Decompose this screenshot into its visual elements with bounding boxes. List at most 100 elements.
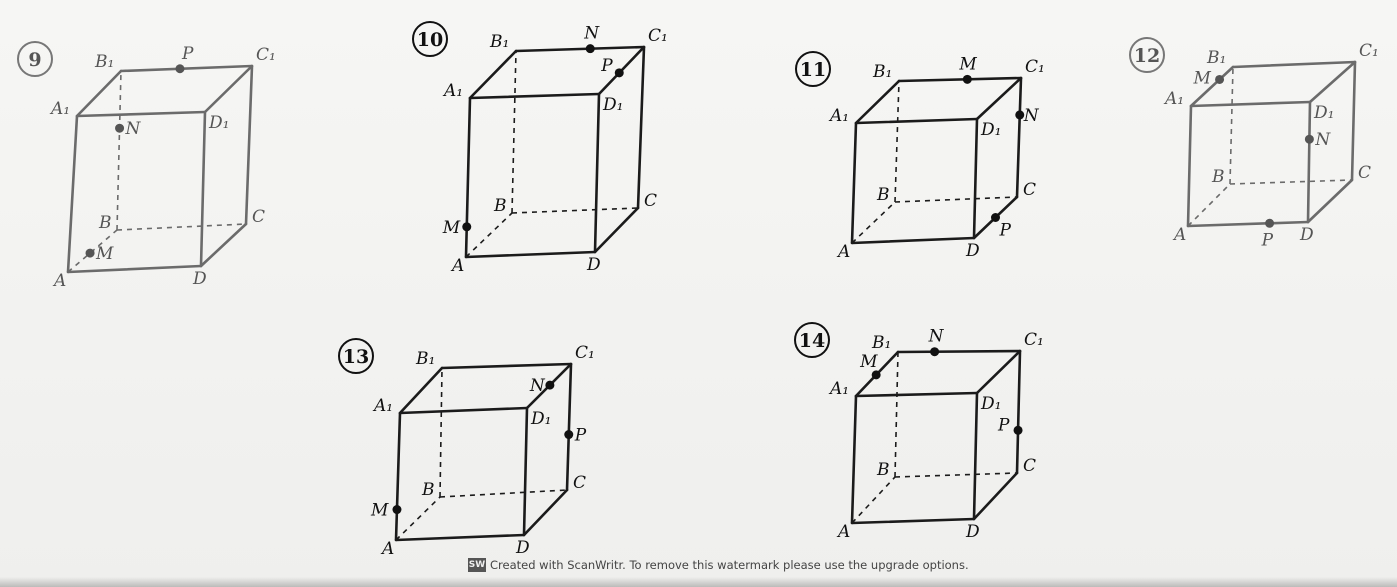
figure-number: 11: [800, 59, 826, 81]
hidden-edge-BC: [511, 207, 639, 214]
edge-CC1: [1015, 349, 1022, 475]
edge-D1A1: [854, 117, 979, 125]
vertex-label-B1: B₁: [489, 32, 509, 52]
marked-point-label-M: M: [958, 54, 977, 74]
marked-point-N: [585, 44, 595, 54]
vertex-label-D1: D₁: [1313, 103, 1334, 123]
hidden-edge-BC: [439, 489, 568, 498]
hidden-edge-AB: [851, 476, 896, 524]
edge-D1A1: [75, 110, 207, 118]
marked-point-label-P: P: [997, 415, 1010, 435]
hidden-edge-BB1: [116, 70, 122, 231]
hidden-edge-BB1: [1229, 66, 1234, 185]
hidden-edge-AB: [465, 212, 513, 258]
vertex-label-A1: A₁: [49, 99, 70, 119]
edge-B1C1: [514, 45, 646, 53]
marked-point-label-M: M: [370, 501, 389, 521]
vertex-label-A: A: [380, 539, 394, 559]
marked-point-M: [392, 505, 402, 515]
edge-DD1: [1306, 100, 1312, 224]
marked-point-N: [1304, 134, 1314, 144]
hidden-edge-BC: [116, 223, 247, 231]
marked-point-P: [175, 64, 185, 74]
vertex-label-B: B: [98, 213, 112, 233]
figure-number: 12: [1134, 45, 1160, 67]
edge-C1D1: [1308, 60, 1357, 104]
marked-point-P: [564, 430, 574, 440]
vertex-label-C: C: [252, 207, 265, 227]
marked-point-P: [1265, 218, 1275, 228]
vertex-label-D: D: [965, 522, 980, 542]
edge-CC1: [1015, 76, 1023, 199]
marked-point-M: [85, 248, 95, 258]
edge-AD: [1186, 220, 1310, 228]
vertex-label-A: A: [836, 242, 850, 262]
vertex-label-B: B: [421, 480, 435, 500]
marked-point-label-M: M: [95, 244, 114, 264]
figure-number-circle: [795, 51, 831, 87]
vertex-label-C1: C₁: [1025, 57, 1045, 77]
edge-B1C1: [119, 64, 254, 73]
edge-D1A1: [398, 406, 529, 415]
vertex-label-D: D: [586, 255, 601, 275]
hidden-edge-BB1: [894, 351, 899, 478]
edge-AA1: [850, 121, 858, 245]
figure-number: 10: [417, 29, 443, 51]
marked-point-N: [115, 123, 125, 133]
edge-DD1: [972, 391, 979, 521]
vertex-label-B: B: [876, 185, 890, 205]
edge-AD: [464, 250, 597, 259]
vertex-label-D: D: [515, 538, 530, 558]
edge-B1C1: [897, 76, 1023, 83]
vertex-label-D1: D₁: [602, 95, 623, 115]
vertex-label-A1: A₁: [1163, 89, 1184, 109]
marked-point-P: [991, 213, 1000, 222]
figure-number-circle: [794, 322, 830, 358]
vertex-label-C1: C₁: [1359, 41, 1379, 61]
hidden-edge-BC: [894, 196, 1018, 203]
vertex-label-B: B: [493, 196, 507, 216]
edge-C1D1: [975, 349, 1022, 395]
vertex-label-D1: D₁: [530, 409, 551, 429]
marked-point-N: [930, 347, 940, 357]
vertex-label-A1: A₁: [372, 396, 393, 416]
edge-A1B1: [854, 79, 901, 125]
vertex-label-C1: C₁: [648, 26, 668, 46]
edge-AA1: [464, 96, 472, 259]
edge-A1B1: [1189, 65, 1235, 108]
vertex-label-D: D: [965, 241, 980, 261]
edge-D1A1: [468, 92, 601, 100]
edge-A1B1: [398, 366, 444, 415]
marked-point-N: [1015, 110, 1025, 120]
vertex-label-A1: A₁: [828, 106, 849, 126]
vertex-label-D1: D₁: [208, 113, 229, 133]
vertex-label-C1: C₁: [1024, 330, 1044, 350]
marked-point-label-N: N: [1314, 130, 1331, 150]
hidden-edge-BB1: [439, 367, 443, 498]
marked-point-label-M: M: [1193, 68, 1212, 88]
figure-number-circle: [17, 41, 53, 77]
edge-DC: [593, 206, 640, 254]
marked-point-label-N: N: [583, 24, 600, 44]
vertex-label-A1: A₁: [442, 81, 463, 101]
vertex-label-A: A: [1172, 225, 1186, 245]
edge-AD: [66, 264, 203, 274]
vertex-label-A: A: [52, 271, 66, 291]
edge-A1B1: [75, 69, 123, 118]
edge-D1A1: [1189, 100, 1312, 108]
edge-CC1: [1350, 60, 1357, 182]
vertex-label-D1: D₁: [980, 120, 1001, 140]
marked-point-M: [1215, 74, 1225, 84]
edge-C1D1: [975, 76, 1023, 121]
edge-DC: [199, 222, 248, 268]
figure-number: 13: [343, 346, 369, 368]
edge-A1B1: [468, 49, 518, 100]
marked-point-M: [962, 74, 972, 84]
marked-point-label-M: M: [442, 218, 461, 238]
